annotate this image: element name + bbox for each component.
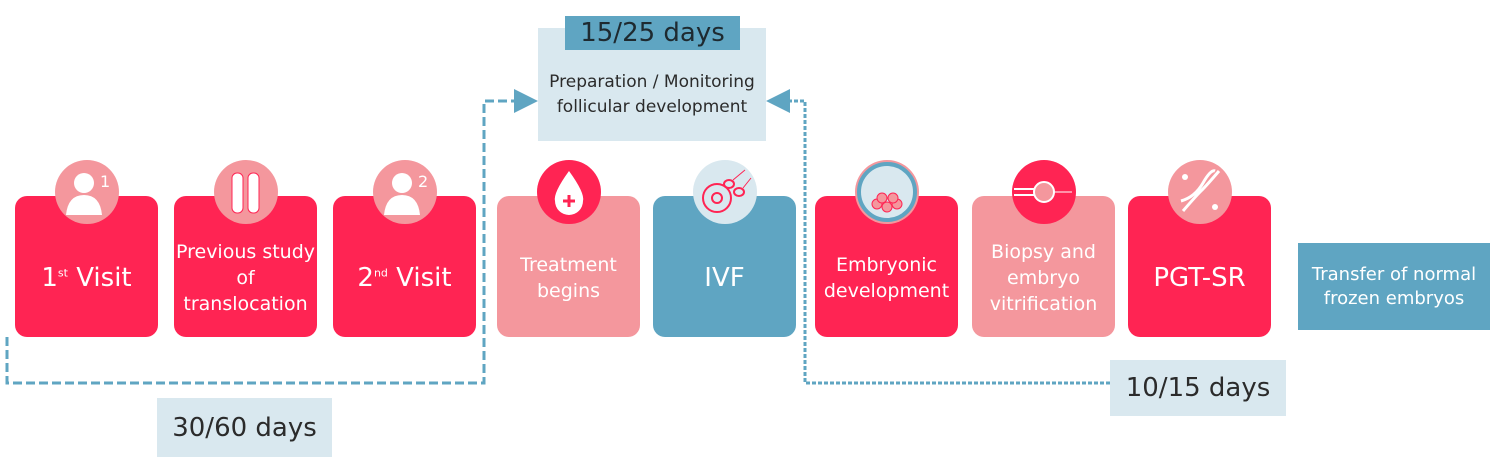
step-transfer: Transfer of normal frozen embryos <box>1298 243 1490 330</box>
preparation-text: Preparation / Monitoring follicular deve… <box>549 71 755 117</box>
step-label: Previous study of translocation <box>175 240 316 315</box>
doctor-icon: 2 <box>373 160 437 224</box>
dashed-arrow-left <box>5 89 538 385</box>
step-label: Embryonic development <box>823 253 950 302</box>
step-pgt-sr: PGT-SR <box>1128 160 1271 337</box>
step-ivf: IVF <box>653 160 796 337</box>
dna-icon <box>1168 160 1232 224</box>
blood-drop-icon <box>537 160 601 224</box>
step-treatment-begins: Treatment begins <box>497 160 640 337</box>
step-biopsy-vitrification: Biopsy and embryo vitrification <box>972 160 1115 337</box>
biopsy-icon <box>1012 160 1076 224</box>
step-label: IVF <box>704 262 745 293</box>
step-label: 1st Visit <box>41 262 132 293</box>
svg-text:1: 1 <box>100 172 110 191</box>
preparation-duration: 15/25 days <box>565 16 740 50</box>
duration-10-15: 10/15 days <box>1110 360 1286 416</box>
step-label: 2nd Visit <box>357 262 452 293</box>
dashed-arrow-right <box>766 89 1110 385</box>
step-previous-study: Previous study of translocation <box>174 160 317 337</box>
step-second-visit: 2 2nd Visit <box>333 160 476 337</box>
step-first-visit: 1 1st Visit <box>15 160 158 337</box>
svg-text:2: 2 <box>418 172 428 191</box>
step-embryonic-development: Embryonic development <box>815 160 958 337</box>
step-label: Biopsy and embryo vitrification <box>989 240 1098 315</box>
doctor-icon: 1 <box>55 160 119 224</box>
test-tubes-icon <box>214 160 278 224</box>
step-label: PGT-SR <box>1153 262 1246 293</box>
step-label: Treatment begins <box>520 253 617 302</box>
duration-30-60: 30/60 days <box>157 398 332 457</box>
sperm-egg-icon <box>693 160 757 224</box>
blastocyst-icon <box>855 160 919 224</box>
